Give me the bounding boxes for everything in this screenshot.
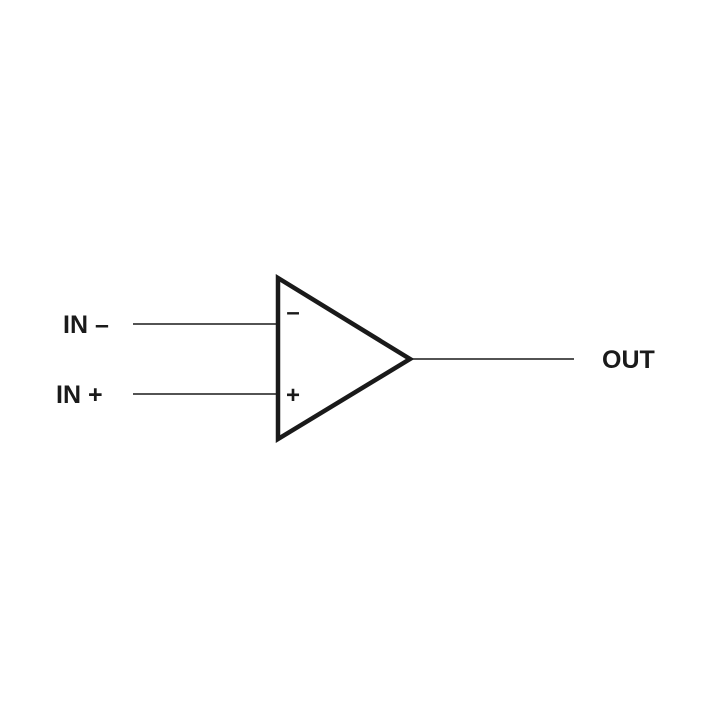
out-label: OUT — [602, 346, 655, 374]
inverting-sign: – — [286, 299, 299, 326]
in-plus-label: IN + — [56, 381, 103, 409]
amplifier-triangle — [275, 273, 415, 443]
non-inverting-sign: + — [286, 382, 300, 409]
in-minus-label: IN – — [63, 311, 109, 339]
